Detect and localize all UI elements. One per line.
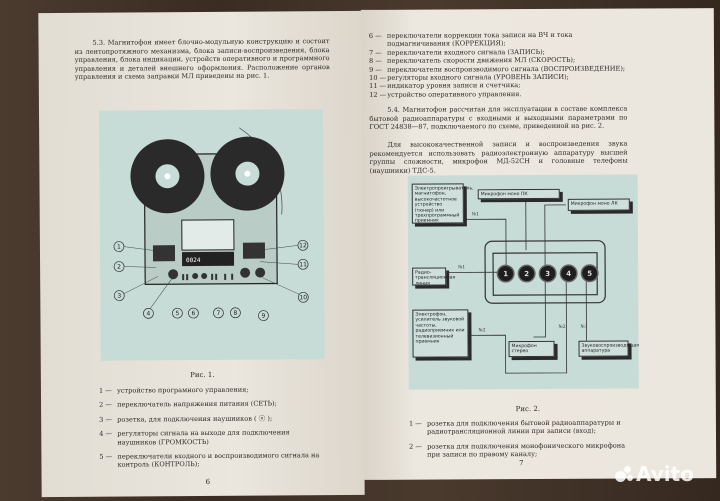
socket-panel: 1 2 3 4 5 [498,265,598,282]
avito-text: Avito [636,462,694,486]
left-reel [130,139,205,214]
legend-item: 4 —регуляторы сигнала на выходе для подк… [99,428,290,447]
avito-logo-icon [615,465,633,483]
socket-1: 1 [498,266,514,282]
figure-1-tape-recorder: 0024 1 2 3 4 5 6 7 8 9 10 11 12 [98,109,325,361]
callout-10: 10 [299,294,307,301]
callout-3: 3 [117,293,121,300]
box-record-player: Электропроигрыватель, магнитофон, высоко… [411,183,474,224]
figure-1-legend-continued: 6 —переключатели коррекции тока записи н… [369,31,627,100]
socket-3: 3 [540,265,556,281]
box-mic-mono-right: Микрофон моно ПК [477,188,560,200]
legend-item: 12 —устройство оперативного управления. [369,89,522,99]
right-page: 6 —переключатели коррекции тока записи н… [360,8,717,480]
wire-label: №2 [478,328,486,334]
box-radio-line: Радио-трансляционная линия [412,267,455,286]
callout-4: 4 [146,310,150,317]
page-number: 6 [205,477,211,486]
legend-item: 2 —переключатель напряжения питания (СЕТ… [99,399,277,410]
legend-item: 6 —переключатели коррекции тока записи н… [368,30,573,49]
callout-8: 8 [233,310,237,317]
counter-display: 0024 [186,257,201,264]
legend-item: 1 —устройство програмного управления; [98,385,249,395]
wire-label: №2 [558,324,566,330]
socket-2: 2 [519,266,535,282]
page-number: 7 [519,459,524,468]
right-reel [210,136,285,211]
connection-wires [446,199,606,374]
callout-1: 1 [117,244,121,251]
legend-item: 1 —розетка для подключения бытовой радио… [408,418,621,436]
paragraph-5-4: 5.4. Магнитофон рассчитан для эксплуатац… [369,104,628,132]
left-page: 5.3. Магнитофон имеет блочно-модульную к… [38,10,365,498]
box-amplifier: Электрофон, усилитель звуковой частоты, … [412,309,469,358]
figure-1-caption: Рис. 1. [190,370,215,380]
callout-11: 11 [299,261,307,268]
box-mic-mono-left: Микрофон моно ЛК [567,198,630,211]
callout-9: 9 [261,313,265,320]
legend-item: 5 —переключатели входного и воспроизводи… [99,451,320,470]
callout-12: 12 [299,242,307,249]
figure-2-connection-diagram: Электропроигрыватель, магнитофон, высоко… [407,174,639,390]
paragraph-recommendation: Для высококачественной записи и воспроиз… [369,139,628,175]
legend-item: 2 —розетка для подключения монофоническо… [409,441,626,459]
box-playback-equipment: Звуковоспроизводящая аппаратура [578,340,639,357]
socket-5: 5 [582,265,598,281]
box-mic-stereo: Микрофон стерео [508,340,555,358]
callout-7: 7 [216,310,220,317]
figure-2-caption: Рис. 2. [515,404,541,414]
wire-label: №1 [471,212,479,218]
avito-watermark: Avito [615,462,694,486]
paragraph-5-3: 5.3. Магнитофон имеет блочно-модульную к… [74,37,330,82]
tape-recorder-illustration: 0024 1 2 3 4 5 6 7 8 9 10 11 12 [113,127,309,321]
socket-4: 4 [561,265,577,281]
wire-label: №1 [458,265,466,271]
callout-6: 6 [191,310,195,317]
figure-1-legend: 1 —устройство програмного управления; 2 … [99,385,320,475]
wire-label: №1 [580,324,588,330]
legend-item: 3 —розетка, для подключения наушников ( … [99,414,273,424]
callout-2: 2 [117,264,121,271]
callout-5: 5 [175,310,179,317]
